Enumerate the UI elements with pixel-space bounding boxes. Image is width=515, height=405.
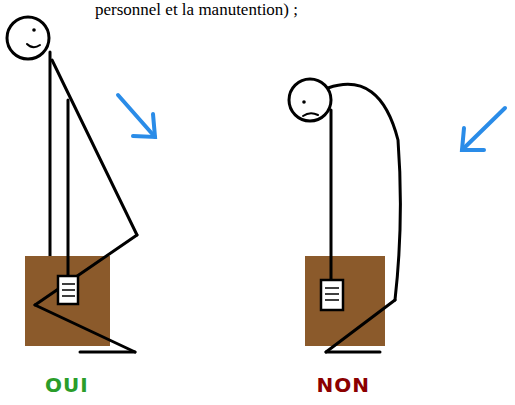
direction-arrow — [462, 108, 505, 150]
top-note: personnel et la manutention) ; — [95, 0, 298, 20]
hand — [58, 276, 78, 304]
thigh — [35, 235, 137, 305]
eye — [302, 100, 306, 104]
box — [305, 256, 385, 346]
frown — [303, 113, 318, 116]
foot — [80, 351, 135, 354]
arm — [330, 110, 333, 282]
arm — [67, 100, 70, 278]
fingers — [62, 284, 75, 296]
direction-arrow — [118, 95, 155, 137]
foot — [326, 351, 380, 354]
head — [7, 17, 49, 59]
correct-label: OUI — [45, 373, 89, 397]
smile — [27, 44, 40, 47]
head — [289, 79, 331, 121]
incorrect-label: NON — [317, 373, 370, 397]
shin — [35, 305, 135, 352]
back-thigh — [52, 60, 137, 235]
incorrect-legs — [326, 110, 395, 352]
hand — [321, 280, 343, 310]
eye — [32, 28, 36, 32]
fingers — [325, 288, 339, 300]
correct-legs — [35, 100, 137, 352]
